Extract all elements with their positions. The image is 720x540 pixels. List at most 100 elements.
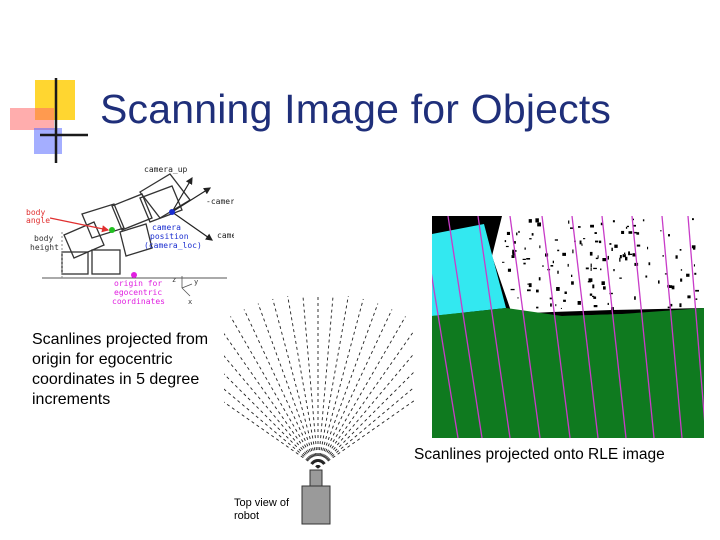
rle-speckle bbox=[529, 238, 532, 240]
camera-position-dot bbox=[169, 209, 175, 215]
rle-speckle bbox=[597, 255, 599, 259]
camera-position-label-2: position bbox=[150, 232, 189, 241]
fan-scanline bbox=[224, 401, 319, 469]
rle-scanline bbox=[477, 216, 511, 438]
rle-white-region bbox=[492, 216, 704, 314]
rle-speckle bbox=[599, 240, 602, 244]
rle-speckle bbox=[675, 255, 678, 259]
rle-speckle bbox=[587, 281, 592, 283]
origin-axes bbox=[181, 276, 193, 297]
rle-speckle bbox=[609, 292, 613, 295]
rle-speckle bbox=[670, 303, 673, 307]
rle-scanlines bbox=[432, 216, 704, 438]
rle-speckle bbox=[549, 297, 553, 300]
fan-scanline bbox=[317, 296, 334, 469]
camera-position-label-1: camera bbox=[152, 223, 181, 232]
rle-speckle bbox=[507, 268, 511, 272]
title-logo bbox=[10, 78, 88, 163]
rle-cyan-region bbox=[432, 224, 506, 316]
rle-speckle bbox=[506, 231, 510, 235]
rle-speckle bbox=[578, 226, 581, 228]
rle-speckle bbox=[594, 232, 597, 234]
rle-speckle bbox=[513, 241, 516, 244]
rle-speckle bbox=[592, 284, 595, 289]
rle-speckle bbox=[600, 222, 603, 226]
fan-scanline bbox=[272, 298, 319, 469]
rle-speckle bbox=[687, 295, 691, 299]
fan-scanline bbox=[302, 296, 319, 469]
fan-scanline bbox=[224, 355, 319, 469]
rle-speckle bbox=[564, 291, 567, 294]
rle-speckle bbox=[645, 275, 648, 278]
rle-speckle bbox=[581, 243, 583, 246]
rle-scanline bbox=[509, 216, 541, 438]
rle-speckle bbox=[628, 231, 633, 234]
rle-speckle bbox=[585, 267, 589, 270]
rle-speckle bbox=[648, 262, 651, 266]
rle-speckle bbox=[680, 269, 683, 271]
rle-speckle bbox=[612, 220, 615, 223]
rle-speckle bbox=[595, 240, 599, 243]
rle-speckle bbox=[625, 256, 628, 261]
rle-speckle bbox=[571, 281, 574, 285]
rle-speckle bbox=[557, 270, 559, 274]
rle-speckle bbox=[619, 277, 622, 279]
rle-speckle bbox=[593, 267, 597, 270]
rle-speckle bbox=[504, 240, 507, 243]
rle-speckle bbox=[590, 224, 594, 228]
fan-scanline bbox=[317, 309, 393, 469]
rle-speckle bbox=[526, 258, 531, 260]
rle-speckle bbox=[555, 304, 557, 307]
rle-speckle bbox=[619, 255, 622, 259]
rle-speckle bbox=[600, 268, 602, 271]
rle-speckle bbox=[603, 286, 606, 290]
rle-speckle bbox=[660, 230, 662, 232]
rle-speckle bbox=[611, 247, 613, 251]
rle-speckle bbox=[550, 303, 552, 307]
rle-speckle bbox=[579, 240, 582, 245]
body-angle-label-1: body bbox=[26, 208, 45, 217]
robot-caption-text: Top view of robot bbox=[234, 497, 290, 522]
camera-dir-label: camera_dir bbox=[217, 231, 234, 240]
camera-box bbox=[139, 173, 191, 219]
rle-speckle bbox=[502, 261, 505, 263]
camera-right-arrow bbox=[171, 187, 212, 213]
rle-speckle bbox=[593, 296, 597, 299]
camera-dir-arrow bbox=[171, 211, 213, 241]
rle-speckle bbox=[522, 258, 526, 260]
origin-label-2: egocentric bbox=[114, 288, 162, 297]
rle-speckle bbox=[535, 218, 539, 223]
robot-coordinate-diagram: camera_up -camera_right camera_dir body … bbox=[26, 165, 234, 306]
rle-speckle bbox=[512, 249, 515, 254]
rle-speckle bbox=[577, 301, 581, 305]
rle-speckle bbox=[692, 218, 694, 221]
fan-scanline bbox=[287, 296, 319, 469]
fan-scanline bbox=[317, 303, 379, 469]
rle-scanline bbox=[601, 216, 627, 438]
rle-speckle bbox=[511, 255, 515, 258]
rle-speckle bbox=[680, 278, 683, 282]
rle-speckle bbox=[622, 254, 626, 258]
axis-x-label: x bbox=[188, 298, 192, 306]
rle-speckle bbox=[517, 297, 519, 299]
rle-speckle bbox=[609, 243, 612, 245]
fan-scanline bbox=[317, 400, 414, 469]
rle-speckle bbox=[537, 222, 541, 227]
rle-speckle bbox=[590, 263, 592, 268]
rle-speckle bbox=[625, 226, 628, 229]
robot-caption: Top view of robot bbox=[234, 497, 294, 523]
rle-speckle bbox=[634, 296, 636, 300]
rle-speckle bbox=[632, 218, 634, 221]
rle-speckle bbox=[695, 298, 698, 300]
scanline-fan bbox=[224, 296, 414, 525]
rle-scanline bbox=[661, 216, 683, 438]
rle-speckle bbox=[552, 260, 554, 264]
rle-speckle bbox=[669, 285, 673, 288]
rle-speckle bbox=[568, 220, 570, 224]
rle-speckle bbox=[626, 225, 629, 228]
rle-speckle bbox=[664, 273, 668, 275]
camera-right-label: -camera_right bbox=[206, 197, 234, 206]
rle-speckle bbox=[538, 277, 541, 281]
rle-speckle bbox=[691, 245, 696, 249]
slide-title: Scanning Image for Objects bbox=[100, 86, 612, 132]
